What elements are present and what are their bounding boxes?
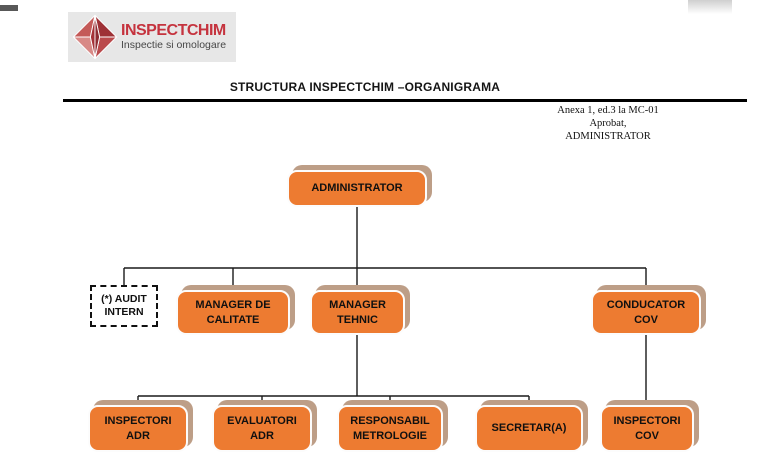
annex-approved-label: Aprobat,	[589, 118, 627, 130]
node-label: INSPECTORI ADR	[88, 405, 188, 452]
org-node-secretara: SECRETAR(A)	[475, 400, 588, 452]
org-node-inspectori-adr: INSPECTORI ADR	[88, 400, 193, 452]
annex-reference: Anexa 1, ed.3 la MC-01	[557, 105, 659, 116]
node-label: EVALUATORI ADR	[212, 405, 312, 452]
node-label: (*) AUDIT INTERN	[90, 285, 158, 327]
approval-annotation: Anexa 1, ed.3 la MC-01 Aprobat, ADMINIST…	[540, 104, 676, 143]
diamond-gem-icon	[72, 14, 118, 60]
org-node-conducator-cov: CONDUCATOR COV	[591, 285, 706, 335]
logo-company-name: INSPECTCHIM	[121, 21, 226, 39]
scan-artifact-top-right	[688, 0, 732, 14]
org-node-responsabil-metrologie: RESPONSABIL METROLOGIE	[337, 400, 448, 452]
company-logo: INSPECTCHIM Inspectie si omologare	[68, 12, 236, 62]
org-node-administrator: ADMINISTRATOR	[287, 165, 432, 207]
title-underline	[63, 99, 747, 102]
org-node-evaluatori-adr: EVALUATORI ADR	[212, 400, 317, 452]
logo-text: INSPECTCHIM Inspectie si omologare	[121, 21, 227, 52]
org-node-manager-tehnic: MANAGER TEHNIC	[310, 285, 410, 335]
node-label: CONDUCATOR COV	[591, 290, 701, 335]
node-label: SECRETAR(A)	[475, 405, 583, 452]
page-title: STRUCTURA INSPECTCHIM –ORGANIGRAMA	[229, 80, 501, 94]
node-label: ADMINISTRATOR	[287, 170, 427, 207]
logo-tagline: Inspectie si omologare	[121, 38, 227, 51]
org-node-manager-de-calitate: MANAGER DE CALITATE	[176, 285, 295, 335]
scan-artifact-top-left	[0, 5, 18, 11]
node-label: MANAGER DE CALITATE	[176, 290, 290, 335]
annex-approver-role: ADMINISTRATOR	[565, 131, 651, 143]
org-node-inspectori-cov: INSPECTORI COV	[600, 400, 699, 452]
node-label: MANAGER TEHNIC	[310, 290, 405, 335]
org-node-audit-intern: (*) AUDIT INTERN	[90, 285, 158, 327]
node-label: INSPECTORI COV	[600, 405, 694, 452]
node-label: RESPONSABIL METROLOGIE	[337, 405, 443, 452]
